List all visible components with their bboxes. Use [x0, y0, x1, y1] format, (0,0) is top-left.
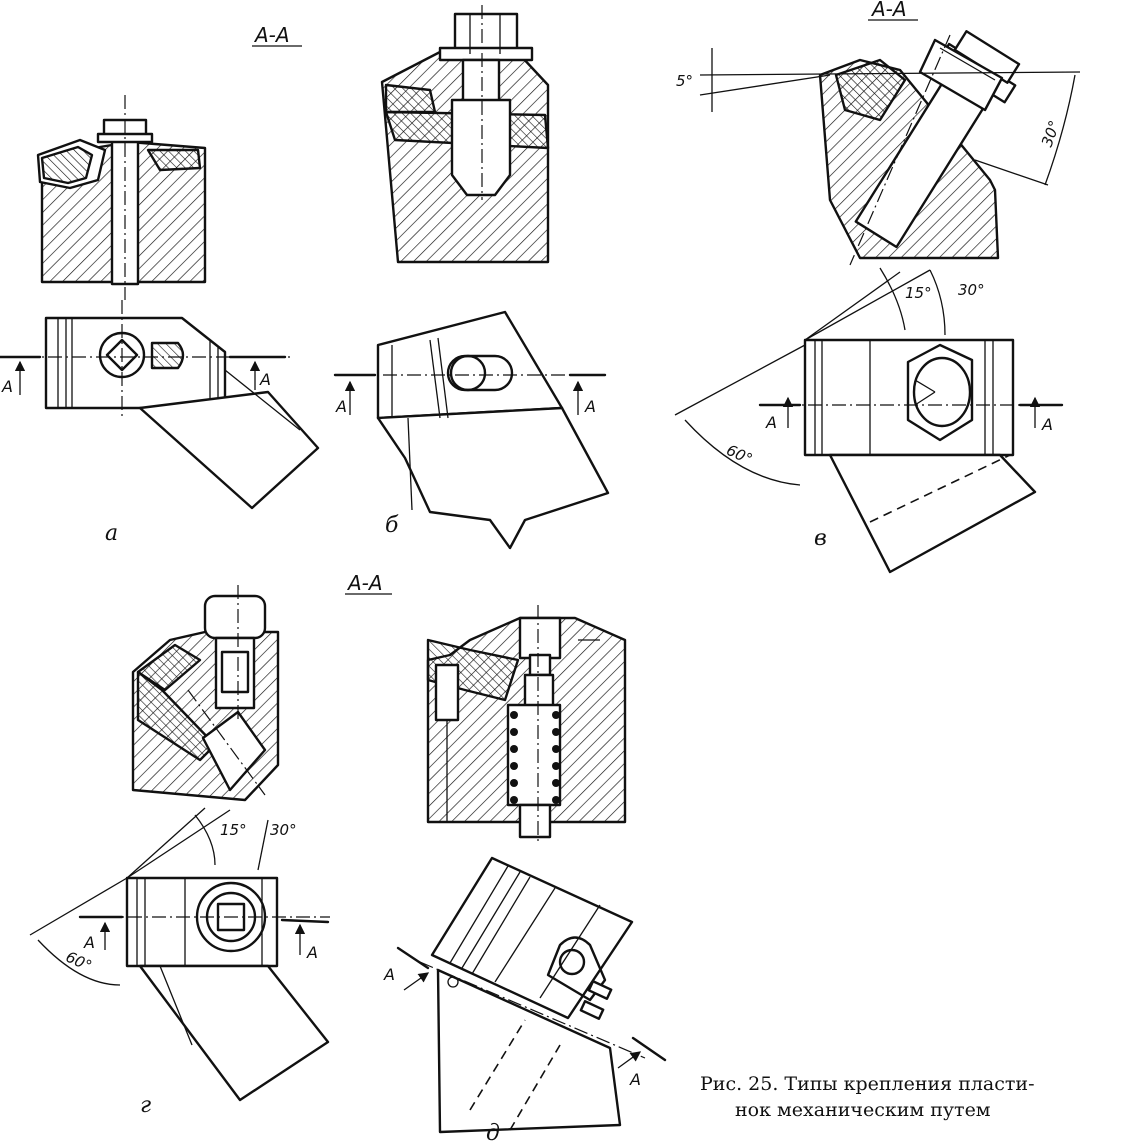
arrow-label-a-left: А — [1, 377, 13, 396]
caption-line-2: нок механическим путем — [735, 1099, 991, 1121]
arrow-label-b-right: А — [584, 397, 596, 416]
panel-label-b: б — [385, 513, 399, 538]
panel-d-section — [426, 605, 627, 845]
panel-d-plan: А А — [383, 856, 667, 1134]
panel-v-plan: А А 15° 30° 60° — [674, 267, 1065, 574]
arrow-label-d-right: А — [629, 1070, 641, 1089]
panel-label-a: а — [105, 521, 118, 546]
panel-g-section: А-А — [131, 571, 392, 802]
angle-label-v-15: 15° — [905, 284, 932, 302]
panel-b-section — [380, 5, 550, 264]
arrow-label-g-left: А — [83, 933, 95, 952]
section-label-g: А-А — [346, 571, 383, 595]
angle-label-g-15: 15° — [220, 821, 247, 839]
panel-label-g: г — [140, 1093, 151, 1118]
panel-label-d: д — [486, 1121, 500, 1145]
angle-label-v-30b: 30° — [958, 281, 985, 299]
arrow-label-d-left: А — [383, 965, 395, 984]
panel-label-v: в — [814, 526, 827, 551]
section-label-v: А-А — [870, 0, 907, 21]
panel-v-section: А-А 5° 30° — [676, 0, 1081, 266]
arrow-label-v-left: А — [765, 413, 777, 432]
panel-g-plan: А А 15° 30° 60° — [29, 807, 330, 1102]
section-label-a: А-А — [253, 23, 290, 47]
panel-a-section: А-А — [36, 23, 302, 300]
spring-coils — [510, 711, 560, 804]
angle-label-v-60: 60° — [724, 441, 756, 469]
arrow-label-a-right: А — [259, 370, 271, 389]
panel-a-plan: А А — [0, 300, 320, 510]
arrow-label-v-right: А — [1041, 415, 1053, 434]
angle-label-v-5: 5° — [676, 72, 693, 90]
arrow-label-g-right: А — [306, 943, 318, 962]
panel-b-plan: А А — [333, 310, 610, 550]
caption-line-1: Рис. 25. Типы крепления пласти- — [700, 1073, 1035, 1095]
angle-label-g-30: 30° — [270, 821, 297, 839]
arrow-label-b-left: А — [335, 397, 347, 416]
angle-label-v-30: 30° — [1038, 118, 1064, 149]
